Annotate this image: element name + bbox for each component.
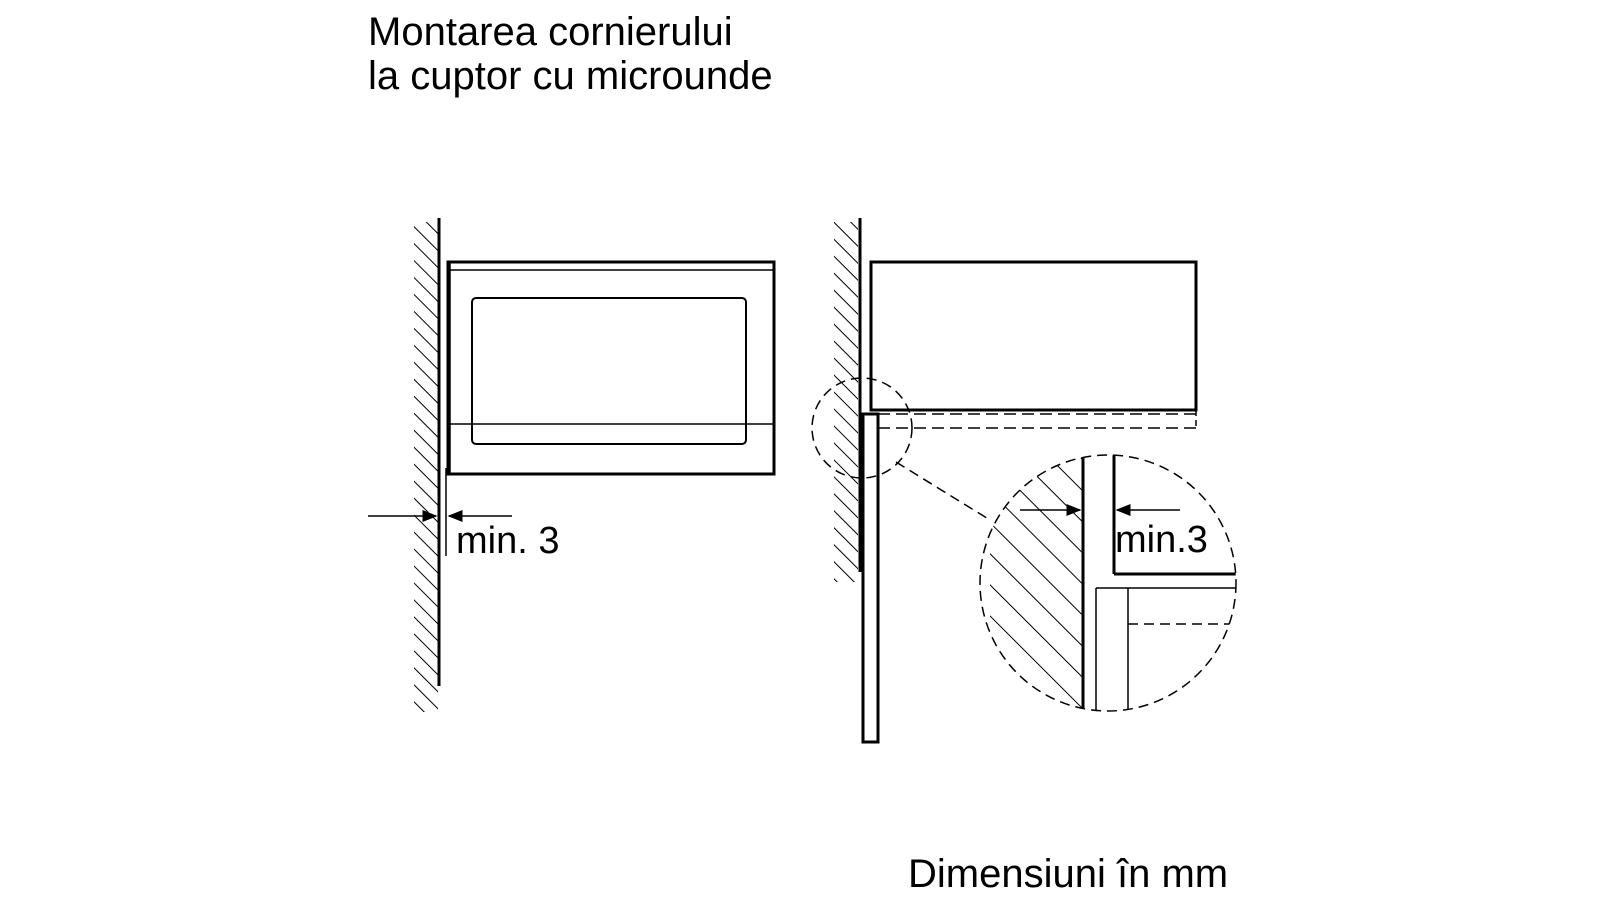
units-note: Dimensiuni în mm [908, 852, 1229, 896]
detail-leader-line [895, 461, 991, 521]
front-clearance-label: min. 3 [456, 520, 559, 562]
microwave-front [445, 260, 776, 556]
detail-zoom-circle [979, 454, 1237, 712]
clearance-dimension: min. 3 [368, 510, 559, 562]
detail-view: min.3 [979, 454, 1237, 712]
side-view [811, 218, 1198, 744]
detail-clearance-label: min.3 [1115, 519, 1208, 561]
wall-hatching [414, 218, 441, 712]
detail-marker-circle [811, 377, 913, 479]
microwave-side [869, 260, 1198, 412]
front-view: min. 3 [368, 218, 776, 712]
detail-clearance-dimension: min.3 [1020, 504, 1208, 561]
cabinet-shelf-outline [878, 410, 1197, 429]
trim-frame-profile [861, 412, 880, 744]
title-line-1: Montarea cornierului [368, 10, 733, 54]
title-line-2: la cuptor cu microunde [368, 54, 773, 98]
diagram-title: Montarea cornierului la cuptor cu microu… [368, 10, 773, 98]
wall-hatching [834, 218, 862, 582]
